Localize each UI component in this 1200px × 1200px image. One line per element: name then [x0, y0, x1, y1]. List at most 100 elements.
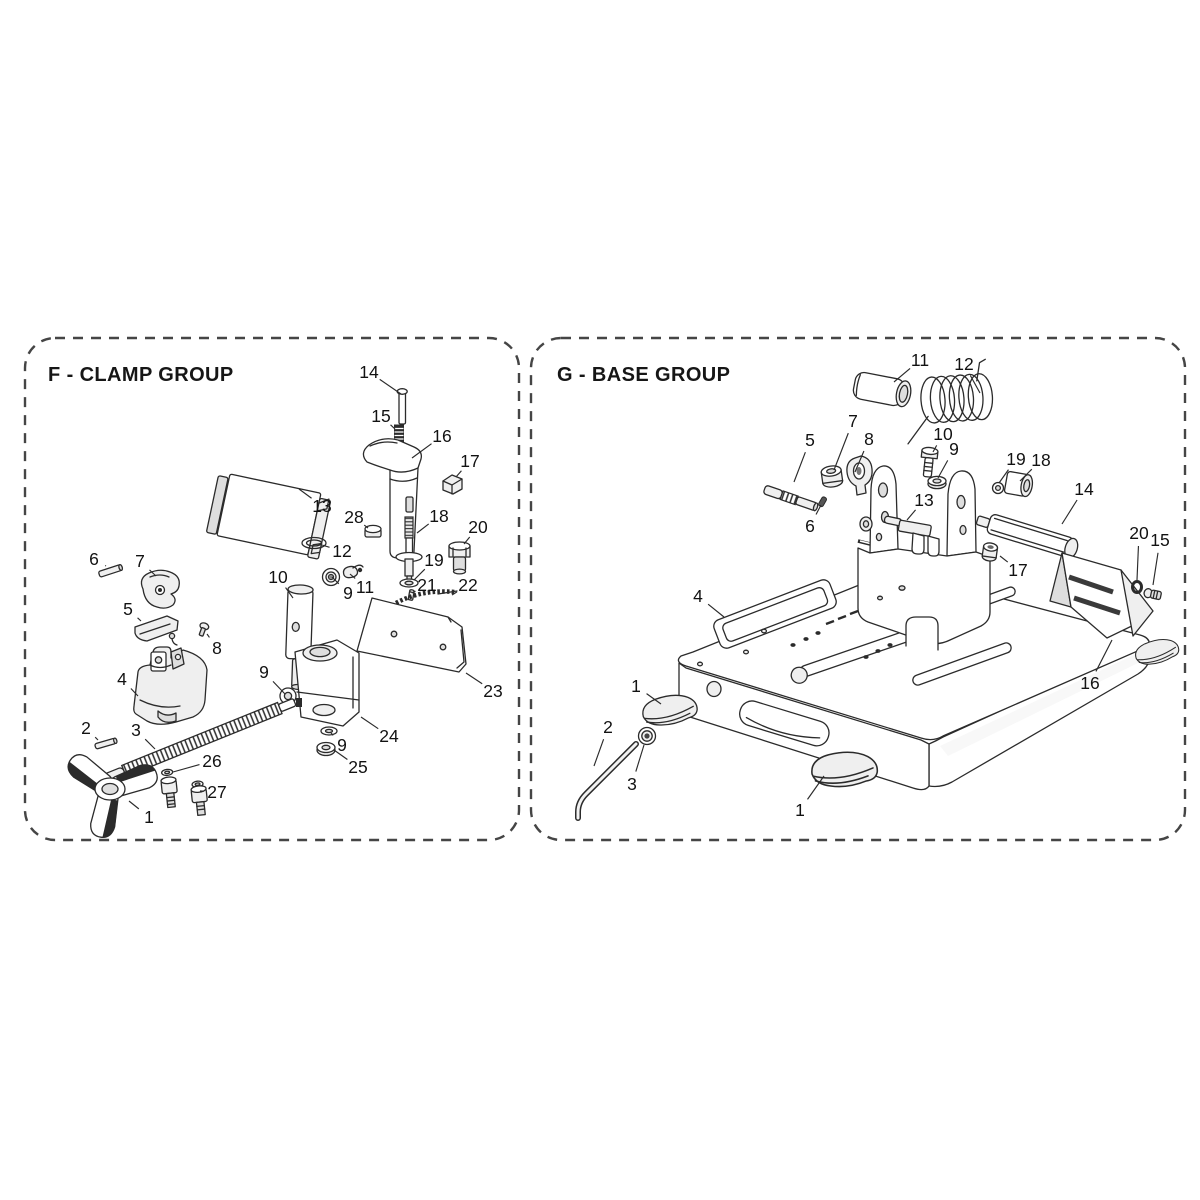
part-number-g-5: 5: [805, 430, 815, 450]
part-number-f-20: 20: [468, 517, 488, 537]
leader-line-f-7: [149, 569, 157, 577]
leader-line-f-12: [321, 544, 330, 548]
f-part-8-screw: [198, 622, 210, 637]
leader-line-g-12: [969, 375, 981, 394]
leader-line-f-1: [128, 800, 140, 810]
clamp-group-illustration: [67, 388, 471, 838]
part-number-g-1: 1: [631, 676, 641, 696]
part-number-g-2: 2: [603, 717, 613, 737]
part-number-f-18: 18: [429, 506, 448, 526]
g-part-18-bushing: [1003, 470, 1034, 498]
f-part-2-pin: [94, 737, 118, 750]
f-part-22-flex-shaft: [394, 589, 458, 605]
part-number-g-7: 7: [848, 411, 858, 431]
g-part-10-bolt: [920, 446, 939, 478]
part-number-g-8: 8: [864, 429, 874, 449]
leader-line-g-20: [1136, 545, 1140, 581]
leader-line-f-14: [379, 378, 402, 395]
leader-line-g-2: [593, 739, 605, 767]
part-number-f-11: 11: [356, 577, 374, 597]
leader-line-f-9: [330, 732, 334, 736]
leader-line-f-23: [465, 672, 483, 685]
leader-line-f-9: [331, 576, 340, 585]
part-number-f-21: 21: [417, 575, 436, 595]
leader-line-g-17: [999, 555, 1009, 563]
part-number-g-10: 10: [933, 424, 953, 444]
leader-line-g-5: [793, 451, 806, 483]
part-number-f-9: 9: [259, 662, 269, 682]
leader-line-g-18: [1019, 468, 1033, 482]
leader-line-g-4: [707, 603, 725, 618]
f-part-4-clamp-body: [133, 646, 208, 725]
f-part-9-washer-c: [320, 726, 338, 736]
f-part-18-spindle: [395, 516, 423, 584]
part-number-g-17: 17: [1008, 560, 1027, 580]
g-part-17-cap-nut: [981, 542, 999, 562]
leader-line-f-15: [390, 424, 396, 430]
leader-line-g-1: [646, 693, 662, 705]
leader-line-g-14: [1061, 499, 1078, 525]
leader-line-g-13: [906, 509, 917, 521]
leader-line-f-20: [463, 536, 471, 545]
leader-line-g-1: [807, 775, 825, 800]
part-number-f-4: 4: [117, 669, 127, 689]
base-group-panel-border: [529, 336, 1187, 842]
leader-line-g-8: [854, 450, 865, 473]
part-number-f-23: 23: [483, 681, 502, 701]
f-part-17-square-nut: [442, 474, 463, 495]
part-number-f-19: 19: [424, 550, 443, 570]
part-number-g-1: 1: [795, 800, 805, 820]
clamp-group-title: F - CLAMP GROUP: [48, 364, 234, 386]
leader-line-g-9: [937, 460, 949, 479]
base-group-illustration: [575, 358, 1180, 821]
leader-line-f-8: [206, 633, 210, 638]
f-part-26-socket-screw: [160, 768, 178, 809]
f-part-20-bolt: [448, 541, 471, 575]
leader-line-f-19: [413, 568, 426, 581]
leader-line-g-7: [833, 432, 849, 471]
part-number-f-28: 28: [344, 507, 363, 527]
f-part-13-clamp-pad: [206, 473, 331, 560]
clamp-group-panel-border: [23, 336, 521, 842]
part-number-f-1: 1: [144, 807, 154, 827]
part-number-f-24: 24: [379, 726, 399, 746]
leader-line-f-13: [298, 488, 312, 499]
g-part-20-o-ring: [1131, 580, 1143, 594]
leader-line-f-28: [363, 524, 369, 529]
part-number-f-26: 26: [202, 751, 221, 771]
part-number-g-16: 16: [1080, 673, 1099, 693]
leader-line-f-18: [416, 523, 430, 534]
g-part-13-latch: [883, 515, 940, 557]
part-number-f-13: 13: [312, 496, 331, 516]
f-part-28-cap: [364, 524, 382, 538]
leader-line-f-10: [285, 587, 294, 599]
f-part-5-jaw-pad: [134, 615, 179, 646]
part-number-g-12: 12: [954, 354, 973, 374]
part-number-f-27: 27: [207, 782, 226, 802]
part-number-g-18: 18: [1031, 450, 1050, 470]
part-number-g-14: 14: [1074, 479, 1094, 499]
g-part-6-pin: [818, 496, 828, 508]
leader-line-f-24: [360, 716, 379, 730]
leader-line-g-10: [932, 445, 938, 453]
part-number-g-4: 4: [693, 586, 703, 606]
leader-line-f-21: [411, 590, 416, 594]
part-number-f-7: 7: [135, 551, 145, 571]
g-part-2-hex-key: [575, 741, 639, 821]
leader-line-f-16: [411, 443, 432, 459]
leader-line-f-25: [333, 749, 348, 760]
g-part-16-stand: [1049, 552, 1154, 639]
leader-line-f-22: [451, 591, 458, 596]
leader-line-f-17: [455, 470, 462, 478]
part-number-f-14: 14: [359, 362, 379, 382]
g-part-19-washer: [991, 481, 1005, 495]
part-number-f-16: 16: [432, 426, 451, 446]
g-part-3-washer: [637, 726, 657, 746]
f-part-19-washer: [399, 578, 419, 588]
leader-line-f-5: [137, 617, 142, 622]
f-part-6-pin: [98, 563, 124, 578]
part-number-f-22: 22: [458, 575, 477, 595]
leader-line-g-19: [998, 469, 1009, 484]
